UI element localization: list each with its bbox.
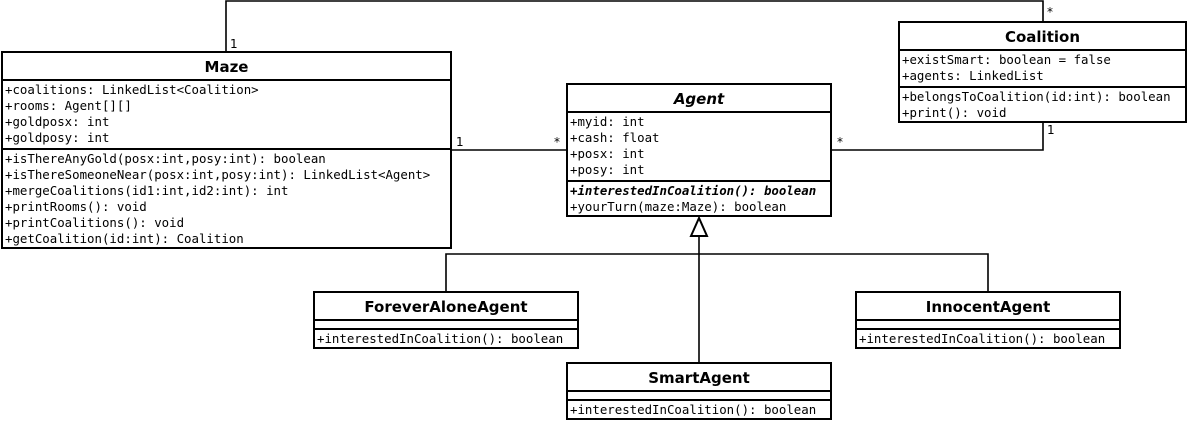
class-coalition: Coalition +existSmart: boolean = false +…	[898, 21, 1187, 123]
class-name-coalition: Coalition	[900, 23, 1185, 51]
operation-row-abstract: +interestedInCoalition(): boolean	[570, 183, 817, 198]
operation-row: +interestedInCoalition(): boolean	[859, 331, 1106, 346]
operations-agent: +interestedInCoalition(): boolean +yourT…	[568, 180, 830, 215]
generalization-branch-innocent	[699, 253, 989, 292]
operations-foreveraloneagent: +interestedInCoalition(): boolean	[315, 328, 577, 347]
operation-row: +interestedInCoalition(): boolean	[317, 331, 564, 346]
class-name-foreveraloneagent: ForeverAloneAgent	[315, 293, 577, 321]
multiplicity-agent-coalition-agent-end: *	[837, 135, 843, 149]
operation-row: +isThereSomeoneNear(posx:int,posy:int): …	[5, 167, 431, 182]
class-name-agent: Agent	[568, 85, 830, 113]
class-innocentagent: InnocentAgent +interestedInCoalition(): …	[855, 291, 1121, 349]
attributes-innocentagent	[857, 321, 1119, 328]
class-name-maze: Maze	[3, 53, 450, 81]
attribute-row: +goldposx: int	[5, 114, 110, 129]
class-name-innocentagent: InnocentAgent	[857, 293, 1119, 321]
attribute-row: +coalitions: LinkedList<Coalition>	[5, 82, 259, 97]
multiplicity-maze-coalition-coalition-end: *	[1047, 5, 1053, 19]
multiplicity-agent-coalition-coalition-end: 1	[1047, 123, 1055, 137]
operation-row: +belongsToCoalition(id:int): boolean	[902, 89, 1171, 104]
attribute-row: +agents: LinkedList	[902, 68, 1044, 83]
operation-row: +mergeCoalitions(id1:int,id2:int): int	[5, 183, 289, 198]
attribute-row: +posy: int	[570, 162, 645, 177]
class-maze: Maze +coalitions: LinkedList<Coalition> …	[1, 51, 452, 249]
operations-maze: +isThereAnyGold(posx:int,posy:int): bool…	[3, 148, 450, 247]
association-agent-coalition	[832, 122, 1044, 151]
multiplicity-maze-coalition-maze-end: 1	[230, 37, 238, 51]
class-smartagent: SmartAgent +interestedInCoalition(): boo…	[566, 362, 832, 420]
class-foreveraloneagent: ForeverAloneAgent +interestedInCoalition…	[313, 291, 579, 349]
operations-coalition: +belongsToCoalition(id:int): boolean +pr…	[900, 86, 1185, 121]
attributes-coalition: +existSmart: boolean = false +agents: Li…	[900, 51, 1185, 86]
class-agent: Agent +myid: int +cash: float +posx: int…	[566, 83, 832, 217]
attribute-row: +myid: int	[570, 114, 645, 129]
operations-smartagent: +interestedInCoalition(): boolean	[568, 399, 830, 418]
operation-row: +yourTurn(maze:Maze): boolean	[570, 199, 787, 214]
operation-row: +print(): void	[902, 105, 1007, 120]
attribute-row: +rooms: Agent[][]	[5, 98, 132, 113]
attribute-row: +posx: int	[570, 146, 645, 161]
attributes-agent: +myid: int +cash: float +posx: int +posy…	[568, 113, 830, 180]
operation-row: +printCoalitions(): void	[5, 215, 185, 230]
attributes-foreveraloneagent	[315, 321, 577, 328]
operation-row: +printRooms(): void	[5, 199, 147, 214]
operation-row: +getCoalition(id:int): Coalition	[5, 231, 244, 246]
inheritance-arrowhead	[689, 215, 709, 237]
attributes-smartagent	[568, 392, 830, 399]
multiplicity-maze-agent-maze-end: 1	[456, 135, 464, 149]
attribute-row: +goldposy: int	[5, 130, 110, 145]
multiplicity-maze-agent-agent-end: *	[554, 135, 560, 149]
attributes-maze: +coalitions: LinkedList<Coalition> +room…	[3, 81, 450, 148]
class-name-smartagent: SmartAgent	[568, 364, 830, 392]
attribute-row: +existSmart: boolean = false	[902, 52, 1111, 67]
association-maze-coalition	[225, 0, 1044, 52]
operations-innocentagent: +interestedInCoalition(): boolean	[857, 328, 1119, 347]
attribute-row: +cash: float	[570, 130, 660, 145]
operation-row: +interestedInCoalition(): boolean	[570, 402, 817, 417]
operation-row: +isThereAnyGold(posx:int,posy:int): bool…	[5, 151, 326, 166]
generalization-branch-foreveralone	[445, 253, 699, 292]
